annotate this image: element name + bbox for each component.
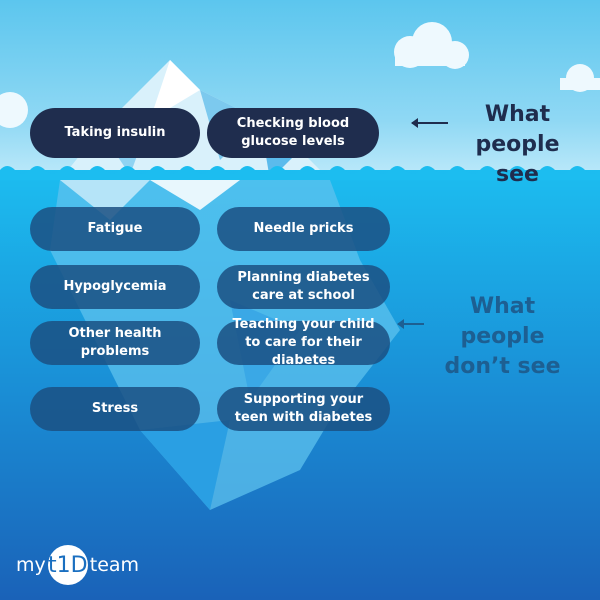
hidden-item: Fatigue xyxy=(30,207,200,251)
visible-item-checking-glucose: Checking blood glucose levels xyxy=(207,108,379,158)
logo-team: team xyxy=(89,554,140,576)
hidden-item: Stress xyxy=(30,387,200,431)
myt1dteam-logo: my t1D team xyxy=(16,545,139,585)
hidden-item: Planning diabetes care at school xyxy=(217,265,390,309)
hidden-item: Hypoglycemia xyxy=(30,265,200,309)
visible-item-taking-insulin: Taking insulin xyxy=(30,108,200,158)
label-what-people-see: What people see xyxy=(475,102,560,187)
hidden-item: Needle pricks xyxy=(217,207,390,251)
hidden-item: Supporting your teen with diabetes xyxy=(217,387,390,431)
cloud-icon xyxy=(0,22,600,128)
hidden-item: Teaching your child to care for their di… xyxy=(217,317,390,368)
logo-my: my xyxy=(16,554,46,576)
arrow-left-icon xyxy=(397,319,424,329)
hidden-item: Other health problems xyxy=(30,321,200,365)
logo-mark: t1D xyxy=(47,545,88,585)
arrow-left-icon xyxy=(411,118,448,128)
label-what-people-dont-see: What people don’t see xyxy=(444,294,561,379)
